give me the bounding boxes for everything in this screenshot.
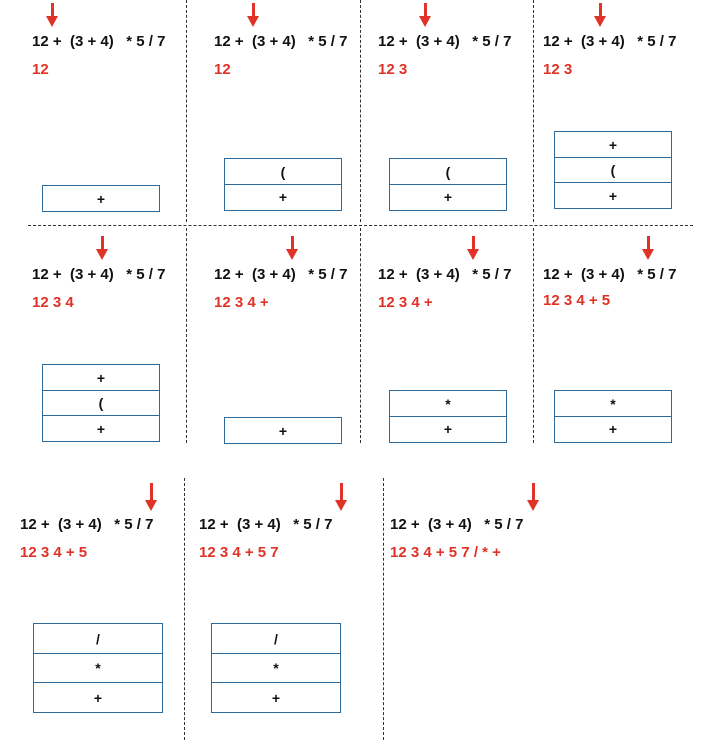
stack-cell: +	[42, 415, 160, 442]
stack-cell: *	[33, 652, 163, 684]
stack-cell: +	[33, 682, 163, 713]
output-text: 12 3 4	[32, 294, 74, 311]
stack-cell: *	[554, 390, 672, 417]
pointer-arrow-icon	[527, 483, 539, 511]
stack-cell: (	[224, 158, 342, 185]
stack-cell: /	[33, 623, 163, 654]
stack-cell: /	[211, 623, 341, 654]
operator-stack: +	[224, 417, 342, 444]
expression-text: 12 + (3 + 4) * 5 / 7	[543, 266, 677, 283]
pointer-arrow-icon	[286, 236, 298, 260]
expression-text: 12 + (3 + 4) * 5 / 7	[20, 516, 154, 533]
divider-vertical	[360, 228, 361, 443]
stack-cell: (	[42, 389, 160, 417]
expression-text: 12 + (3 + 4) * 5 / 7	[214, 33, 348, 50]
stack-cell: (	[554, 156, 672, 184]
divider-vertical	[533, 0, 534, 222]
operator-stack: +	[42, 185, 160, 212]
stack-cell: +	[211, 682, 341, 713]
expression-text: 12 + (3 + 4) * 5 / 7	[32, 266, 166, 283]
operator-stack: * +	[554, 390, 672, 443]
stack-cell: +	[554, 182, 672, 209]
expression-text: 12 + (3 + 4) * 5 / 7	[543, 33, 677, 50]
pointer-arrow-icon	[419, 3, 431, 27]
operator-stack: + ( +	[42, 364, 160, 442]
stack-cell: +	[42, 185, 160, 212]
output-text: 12 3 4 +	[214, 294, 269, 311]
output-text: 12 3 4 + 5 7	[199, 544, 279, 561]
expression-text: 12 + (3 + 4) * 5 / 7	[32, 33, 166, 50]
expression-text: 12 + (3 + 4) * 5 / 7	[378, 33, 512, 50]
stack-cell: *	[211, 652, 341, 684]
stack-cell: +	[389, 183, 507, 211]
operator-stack: ( +	[389, 158, 507, 211]
stack-cell: +	[224, 183, 342, 211]
output-text: 12	[32, 61, 49, 78]
operator-stack: / * +	[211, 623, 341, 713]
output-text: 12 3 4 + 5	[543, 292, 611, 309]
expression-text: 12 + (3 + 4) * 5 / 7	[378, 266, 512, 283]
output-text: 12 3	[543, 61, 573, 78]
pointer-arrow-icon	[247, 3, 259, 27]
stack-cell: +	[42, 364, 160, 391]
output-text: 12 3 4 +	[378, 294, 433, 311]
operator-stack: * +	[389, 390, 507, 443]
stack-cell: +	[554, 415, 672, 443]
divider-vertical	[383, 478, 384, 740]
output-text: 12 3 4 + 5	[20, 544, 88, 561]
divider-vertical	[533, 228, 534, 443]
pointer-arrow-icon	[145, 483, 157, 511]
expression-text: 12 + (3 + 4) * 5 / 7	[214, 266, 348, 283]
operator-stack: / * +	[33, 623, 163, 713]
divider-vertical	[186, 228, 187, 443]
divider-vertical	[184, 478, 185, 740]
pointer-arrow-icon	[467, 236, 479, 260]
pointer-arrow-icon	[96, 236, 108, 260]
output-text: 12 3	[378, 61, 408, 78]
stack-cell: +	[554, 131, 672, 158]
operator-stack: ( +	[224, 158, 342, 211]
stack-cell: *	[389, 390, 507, 417]
stack-cell: (	[389, 158, 507, 185]
output-text: 12	[214, 61, 231, 78]
divider-vertical	[186, 0, 187, 222]
divider-vertical	[360, 0, 361, 222]
pointer-arrow-icon	[642, 236, 654, 260]
stack-cell: +	[389, 415, 507, 443]
expression-text: 12 + (3 + 4) * 5 / 7	[390, 516, 524, 533]
pointer-arrow-icon	[594, 3, 606, 27]
expression-text: 12 + (3 + 4) * 5 / 7	[199, 516, 333, 533]
pointer-arrow-icon	[335, 483, 347, 511]
pointer-arrow-icon	[46, 3, 58, 27]
output-text: 12 3 4 + 5 7 / * +	[390, 544, 501, 561]
stack-cell: +	[224, 417, 342, 444]
operator-stack: + ( +	[554, 131, 672, 209]
divider-horizontal	[28, 225, 693, 226]
